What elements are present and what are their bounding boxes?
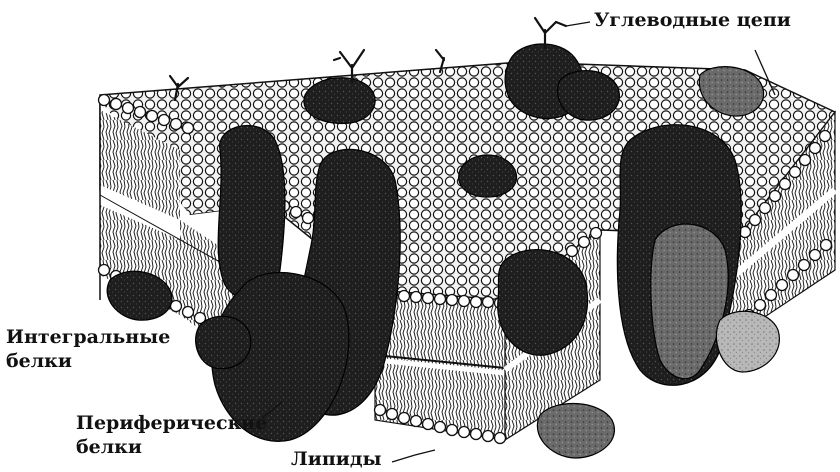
peripheral-protein-right bbox=[716, 311, 779, 372]
integral-protein-front bbox=[498, 250, 588, 356]
surface-protein-top-right-2 bbox=[558, 71, 620, 121]
label-integral-proteins-line1: Интегральные bbox=[6, 325, 170, 349]
peripheral-protein-lower-left bbox=[196, 316, 251, 368]
label-peripheral-proteins-line1: Периферические bbox=[76, 411, 267, 435]
leader-lipids bbox=[392, 450, 435, 462]
surface-protein-top-left bbox=[304, 78, 375, 124]
label-peripheral-proteins-line2: белки bbox=[76, 435, 267, 459]
label-integral-proteins-line2: белки bbox=[6, 349, 170, 373]
label-integral-proteins: Интегральные белки bbox=[6, 325, 170, 373]
label-carbohydrate-chains-text: Углеводные цепи bbox=[594, 8, 791, 32]
label-lipids-text: Липиды bbox=[291, 447, 382, 471]
peripheral-protein-bottom bbox=[537, 404, 614, 458]
surface-protein-middle bbox=[459, 155, 517, 197]
label-carbohydrate-chains: Углеводные цепи bbox=[594, 8, 791, 32]
leader-carbohydrate bbox=[566, 22, 590, 26]
label-peripheral-proteins: Периферические белки bbox=[76, 411, 267, 459]
label-lipids: Липиды bbox=[291, 447, 382, 471]
